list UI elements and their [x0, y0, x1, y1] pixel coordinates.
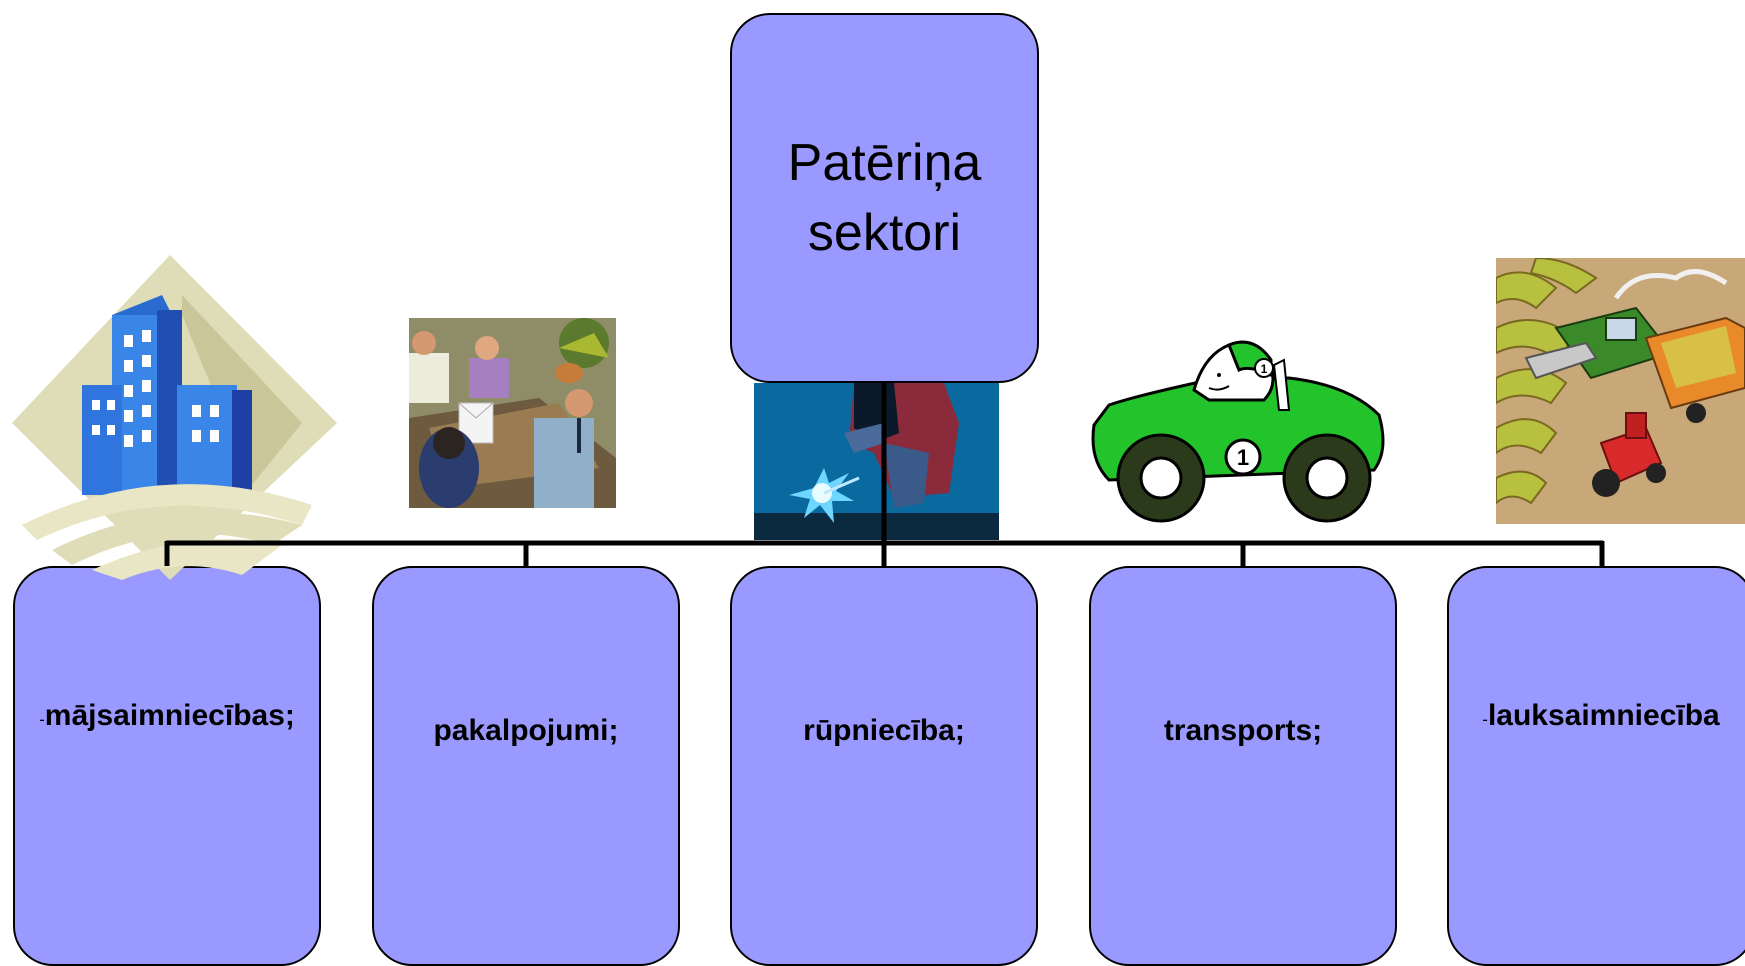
meeting-clipart	[409, 318, 616, 508]
node-services: pakalpojumi;	[372, 566, 680, 966]
buildings-clipart	[12, 255, 337, 580]
root-title-line1: Patēriņa	[787, 134, 982, 192]
node-industry: rūpniecība;	[730, 566, 1038, 966]
race-car-clipart: 1 1	[1091, 340, 1385, 523]
root-title-line2: sektori	[807, 204, 962, 262]
node-label: transports;	[1163, 714, 1323, 747]
node-label: lauksaimniecība	[1487, 699, 1720, 732]
car-number: 1	[1237, 445, 1249, 470]
node-label: pakalpojumi;	[433, 714, 619, 747]
root-title: Patēriņa sektori	[788, 128, 982, 268]
node-transport: transports;	[1089, 566, 1397, 966]
welder-clipart	[754, 383, 999, 540]
node-agriculture: -lauksaimniecība	[1447, 566, 1745, 966]
node-label: rūpniecība;	[803, 714, 965, 747]
node-prefix: -	[1482, 710, 1488, 729]
node-households: -mājsaimniecības;	[13, 566, 321, 966]
helmet-number: 1	[1261, 362, 1268, 376]
root-node: Patēriņa sektori	[730, 13, 1039, 383]
node-label: mājsaimniecības;	[44, 699, 295, 732]
farm-harvest-clipart	[1496, 258, 1745, 524]
node-prefix: -	[39, 710, 45, 729]
connector-lines	[164, 383, 1605, 566]
